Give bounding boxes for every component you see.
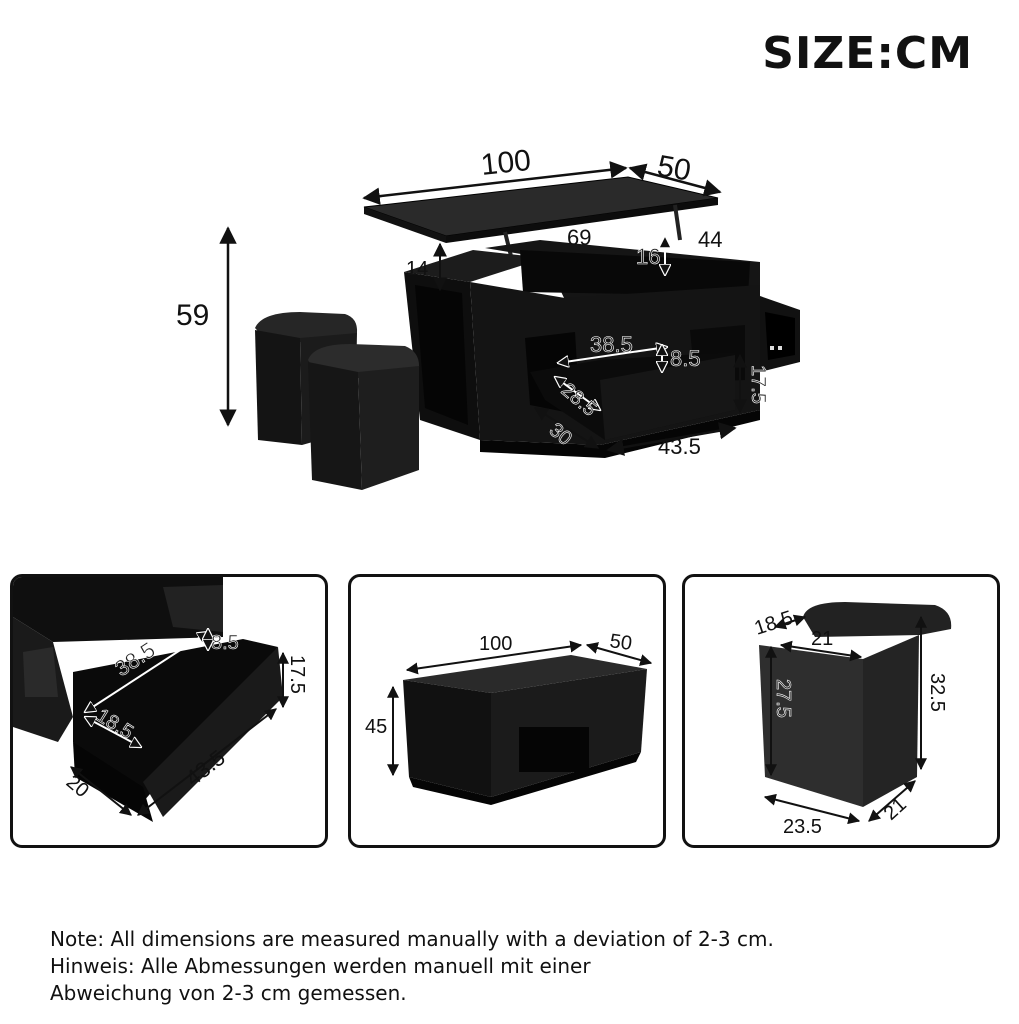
- panel-closed-table: 100 50 45: [348, 574, 666, 848]
- lift-height-label: 14: [406, 258, 428, 280]
- compartment-depth-label: 16: [636, 244, 660, 269]
- table-length-label: 100: [479, 144, 532, 182]
- stool-inner-height-label: 27.5: [772, 679, 794, 718]
- note-german-line1: Hinweis: Alle Abmessungen werden manuell…: [50, 954, 591, 978]
- stool-total-height-label: 32.5: [926, 673, 948, 712]
- stool-base-width-label: 23.5: [783, 816, 822, 838]
- note-english: Note: All dimensions are measured manual…: [50, 927, 774, 951]
- drawer-outer-height-label: 17.5: [286, 655, 308, 694]
- main-product-diagram: 100 50 59 14 69 16 44 38.5 8.5 28.5 30 4…: [176, 144, 800, 490]
- compartment-width-label: 44: [698, 227, 722, 252]
- stool-top-width-label: 21: [811, 628, 833, 650]
- drawer-inner-length-label: 38.5: [590, 332, 633, 357]
- stool-front: [308, 344, 420, 490]
- panel-stool: 18.5 21 27.5 32.5 23.5 21: [682, 574, 1000, 848]
- stool-diagram: 18.5 21 27.5 32.5 23.5 21: [752, 602, 952, 838]
- compartment-length-label: 69: [567, 225, 591, 250]
- table-width-label: 50: [655, 149, 694, 187]
- table-height-label: 45: [365, 716, 387, 738]
- stool-top-depth-label: 18.5: [752, 607, 796, 640]
- panel-drawer-detail: 38.5 8.5 17.5 18.5 43.5 20: [10, 574, 328, 848]
- note-german-line2: Abweichung von 2-3 cm gemessen.: [50, 981, 407, 1005]
- table-length-label: 100: [479, 633, 512, 655]
- stool-base-depth-label: 21: [880, 793, 911, 824]
- coffee-table-body: [404, 240, 800, 458]
- drawer-inner-height-label: 8.5: [670, 346, 701, 371]
- drawer-front-length-label: 43.5: [658, 434, 701, 459]
- measurement-note: Note: All dimensions are measured manual…: [50, 926, 774, 1007]
- total-height-label: 59: [176, 299, 209, 332]
- closed-table-diagram: 100 50 45: [365, 630, 653, 805]
- size-unit-title: SIZE:CM: [762, 28, 973, 79]
- drawer-detail-diagram: 38.5 8.5 17.5 18.5 43.5 20: [13, 577, 308, 822]
- table-width-label: 50: [608, 630, 633, 655]
- drawer-inner-height-label: 8.5: [211, 632, 239, 654]
- drawer-front-height-label: 17.5: [747, 365, 769, 404]
